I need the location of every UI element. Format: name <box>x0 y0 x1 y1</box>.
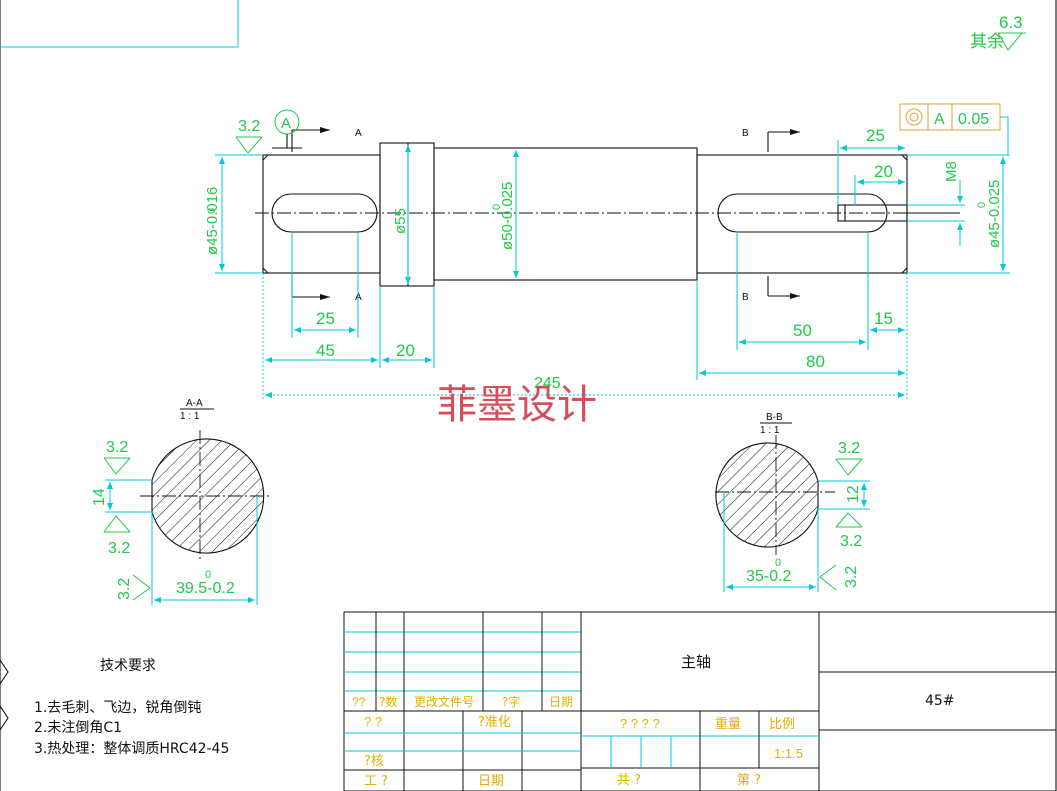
section-b-roughness-bottom: 3.2 <box>840 533 862 550</box>
rev-col-3: 更改文件号 <box>414 694 474 709</box>
row-date: 日期 <box>478 774 504 789</box>
dim-25-right: 25 <box>866 126 885 145</box>
dimension-texts: ø45-0.016 0 ø55 ø50-0.025 0 ø45-0.025 0 … <box>204 126 1003 392</box>
dim-15: 15 <box>874 309 893 328</box>
dim-d45-left-tol: 0 <box>206 208 218 214</box>
section-a-view: A-A 1 : 1 14 39.5-0.2 0 3.2 3.2 3.2 <box>91 398 270 605</box>
dim-45: 45 <box>316 341 335 360</box>
material: 45# <box>925 693 955 709</box>
dim-20-right: 20 <box>874 162 893 181</box>
rev-col-4: ?字 <box>502 694 520 709</box>
section-b-scale: 1 : 1 <box>760 425 780 436</box>
row-check: ?核 <box>364 754 384 769</box>
dim-d45-right: ø45-0.025 <box>986 180 1003 248</box>
dim-d50: ø50-0.025 <box>499 182 516 250</box>
geo-tol-value: 0.05 <box>958 111 989 128</box>
tech-req-item-3: 3.热处理：整体调质HRC42-45 <box>34 741 229 757</box>
row-design: ? ? <box>364 714 382 729</box>
total-sheets: 共 ? <box>617 773 641 788</box>
dim-d45-left: ø45-0.016 <box>204 187 221 255</box>
row-std: ?准化 <box>478 715 511 730</box>
section-mark-b-top: B <box>742 128 749 139</box>
section-b-view: B-B 1 : 1 12 35-0.2 0 3.2 3.2 3.2 <box>715 412 870 592</box>
roughness-other-value: 6.3 <box>999 13 1023 32</box>
section-b-roughness-side: 3.2 <box>843 566 860 588</box>
dimension-lines <box>215 140 1010 400</box>
rev-col-1: ?? <box>352 695 366 709</box>
stage-label: ? ? ? ? <box>620 716 660 731</box>
roughness-symbol-other: 其余 6.3 <box>970 13 1026 51</box>
watermark-text: 菲墨设计 <box>437 382 597 428</box>
weight-label: 重量 <box>715 716 741 732</box>
section-a-scale: 1 : 1 <box>180 411 200 422</box>
technical-requirements: 技术要求 1.去毛刺、飞边，锐角倒钝 2.未注倒角C1 3.热处理：整体调质HR… <box>34 658 229 757</box>
section-a-roughness-side: 3.2 <box>116 578 133 600</box>
dim-50: 50 <box>793 321 812 340</box>
dim-80: 80 <box>806 352 825 371</box>
roughness-other-label: 其余 <box>970 32 1004 51</box>
datum-a-symbol: A <box>272 109 302 149</box>
dim-m8: M8 <box>943 161 960 182</box>
dim-d55: ø55 <box>392 208 409 234</box>
section-cut-b: B B <box>742 128 800 303</box>
section-a-depth-tol: 0 <box>205 569 211 581</box>
section-b-depth: 35-0.2 <box>746 568 791 585</box>
dim-25-left: 25 <box>316 309 335 328</box>
section-a-roughness-bottom: 3.2 <box>108 540 130 557</box>
part-name: 主轴 <box>681 653 711 671</box>
section-cut-a: A A <box>291 127 362 303</box>
shaft-outline <box>255 142 960 287</box>
section-a-title: A-A <box>186 398 203 409</box>
dim-245: 245 <box>534 375 561 392</box>
roughness-left-shaft: 3.2 <box>235 118 263 154</box>
section-mark-b-bottom: B <box>742 292 749 303</box>
row-process: 工 ? <box>364 774 388 789</box>
dim-20-left: 20 <box>396 341 415 360</box>
rev-col-5: 日期 <box>549 695 573 709</box>
section-b-depth-tol: 0 <box>775 557 781 569</box>
tech-req-item-2: 2.未注倒角C1 <box>34 720 122 736</box>
title-block: 主轴 45# ?? ?数 更改文件号 ?字 日期 ? ? ?准化 ?核 工 ? … <box>343 611 1057 791</box>
geo-tol-datum: A <box>934 111 945 128</box>
geometric-tolerance-frame: A 0.05 <box>899 103 1009 155</box>
tech-req-item-1: 1.去毛刺、飞边，锐角倒钝 <box>34 700 201 716</box>
ratio-label: 比例 <box>769 717 795 732</box>
ratio-value: 1:1.5 <box>774 746 803 761</box>
section-a-roughness-top: 3.2 <box>106 439 128 456</box>
margin-marks <box>0 659 9 731</box>
tech-req-title: 技术要求 <box>100 658 156 674</box>
section-a-depth: 39.5-0.2 <box>176 580 235 597</box>
dim-d45-right-tol: 0 <box>976 202 988 208</box>
section-b-width: 12 <box>845 485 862 503</box>
roughness-left-value: 3.2 <box>238 118 260 135</box>
sheet-number: 第 ? <box>737 773 761 788</box>
rev-col-2: ?数 <box>379 694 397 709</box>
section-b-roughness-top: 3.2 <box>838 440 860 457</box>
section-mark-a-top: A <box>355 128 362 139</box>
dim-d50-tol: 0 <box>491 204 503 210</box>
datum-a-label: A <box>281 115 291 132</box>
section-a-width: 14 <box>91 488 108 506</box>
section-b-title: B-B <box>766 412 783 423</box>
